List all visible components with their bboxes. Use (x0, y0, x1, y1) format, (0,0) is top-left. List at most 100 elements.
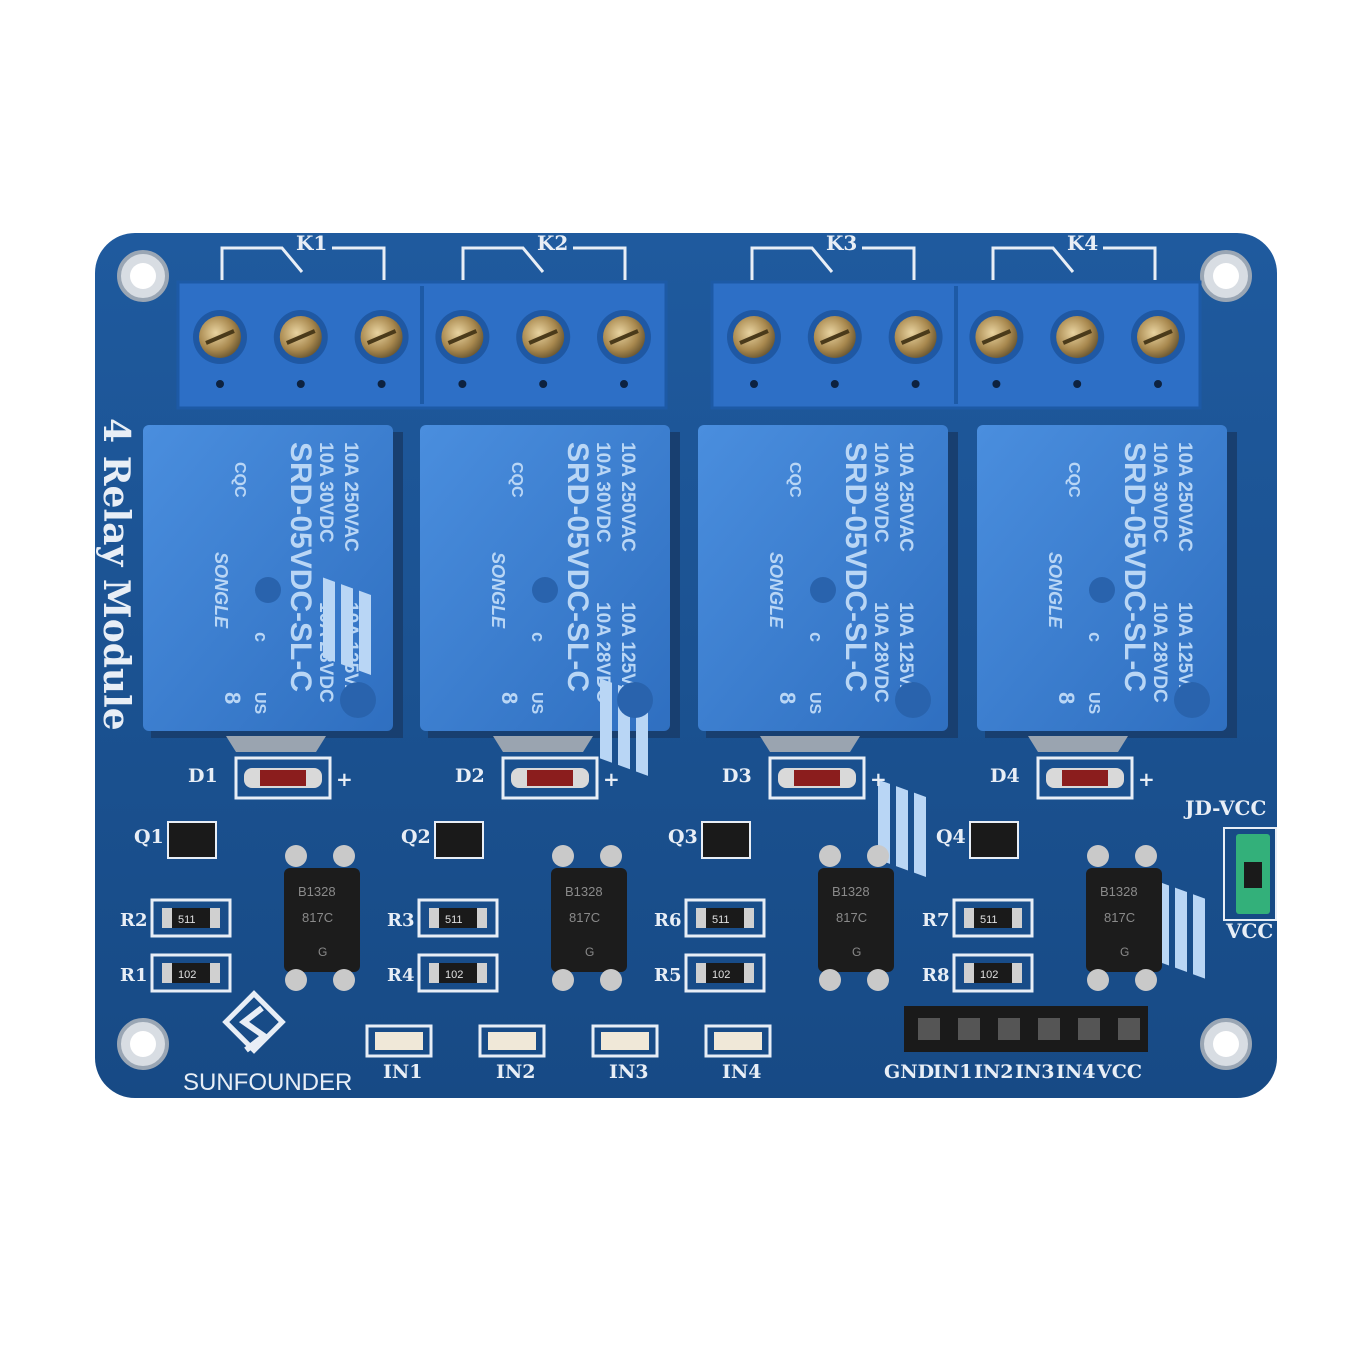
svg-text:G: G (1120, 945, 1129, 959)
svg-text:102: 102 (980, 969, 998, 981)
svg-text:G: G (585, 945, 594, 959)
resistor-label: R6 (654, 910, 681, 931)
resistor-icon (429, 908, 487, 928)
header-pin[interactable] (1078, 1018, 1100, 1040)
header-housing (904, 1006, 1148, 1052)
header-pin[interactable] (958, 1018, 980, 1040)
svg-text:817C: 817C (569, 910, 600, 925)
relay-rating-2b: 10A 28VDC (592, 602, 613, 703)
optocoupler-code: B1328 (1100, 884, 1138, 899)
led-icon (601, 1032, 649, 1050)
header-pin-label: IN1 (933, 1061, 972, 1083)
diode-outline (234, 756, 332, 800)
optocoupler-code: B1328 (832, 884, 870, 899)
wire-hole (1073, 380, 1082, 388)
resistor-icon (964, 963, 1022, 983)
relay-ref-label: K2 (537, 231, 568, 255)
relay-brand: SONGLE (1045, 552, 1065, 629)
jumper-bottom-label: VCC (1225, 919, 1273, 943)
diode-icon (527, 770, 573, 786)
switch-symbol (220, 246, 386, 280)
svg-text:+: + (870, 767, 887, 791)
relay-ul-suffix: US (1085, 692, 1102, 715)
led-icon (714, 1032, 762, 1050)
diode-outline (1036, 756, 1134, 800)
header-pin[interactable] (1038, 1018, 1060, 1040)
resistor-label: R1 (120, 965, 147, 986)
driver-circuitry: +D1Q1B1328817CG511R2102R1IN1+D2Q2B132881… (120, 736, 1162, 1083)
led-label: IN4 (722, 1061, 761, 1083)
led-label: IN2 (496, 1061, 535, 1083)
relay-ul-prefix: c (1085, 632, 1105, 642)
wire-hole (830, 380, 839, 388)
wire-hole (377, 380, 386, 388)
resistor-outline (684, 898, 766, 938)
svg-text:817C: 817C (1104, 910, 1135, 925)
header-pin[interactable] (998, 1018, 1020, 1040)
relay-ul-suffix: US (528, 692, 545, 715)
side-label: 4 Relay Module (95, 418, 137, 731)
relay-ref-label: K4 (1067, 231, 1098, 255)
diode-icon (1062, 770, 1108, 786)
wire-hole (458, 380, 467, 388)
relay-rating-1: 10A 250VAC (1174, 442, 1195, 552)
relay-brand: SONGLE (766, 552, 786, 629)
led-outline (591, 1024, 659, 1058)
relay-ul-suffix: US (806, 692, 823, 715)
optocoupler-code: B1328 (298, 884, 336, 899)
relay-rating-2: 10A 30VDC (1149, 442, 1170, 543)
transistor-icon (167, 821, 217, 859)
optocoupler-code: B1328 (565, 884, 603, 899)
transistor-icon (434, 821, 484, 859)
relay-brand: SONGLE (211, 552, 231, 629)
header-pin[interactable] (1118, 1018, 1140, 1040)
svg-text:511: 511 (445, 914, 463, 926)
svg-text:817C: 817C (302, 910, 333, 925)
led-label: IN1 (383, 1061, 422, 1083)
wire-hole (620, 380, 628, 388)
relay-screw-icon (255, 577, 281, 603)
svg-text:511: 511 (178, 914, 196, 926)
wire-hole (216, 380, 224, 388)
optocoupler-icon (1086, 868, 1162, 972)
transistor-icon (701, 821, 751, 859)
optocoupler-icon (818, 868, 894, 972)
relay-brand: SONGLE (488, 552, 508, 629)
resistor-outline (417, 953, 499, 993)
relay-rating-1: 10A 250VAC (340, 442, 361, 552)
svg-text:511: 511 (712, 914, 730, 926)
resistor-icon (696, 963, 754, 983)
header-pin-label: IN3 (1015, 1061, 1054, 1083)
jd-vcc-jumper[interactable]: JD-VCC VCC (1183, 796, 1277, 943)
resistor-outline (417, 898, 499, 938)
resistor-label: R5 (654, 965, 681, 986)
relay-model: SRD-05VDC-SL-C (561, 442, 594, 692)
resistor-icon (429, 963, 487, 983)
header-pin-label: IN4 (1056, 1061, 1095, 1083)
wire-hole (539, 380, 548, 388)
relay-screw-icon (810, 577, 836, 603)
resistor-icon (964, 908, 1022, 928)
wire-hole (296, 380, 305, 388)
wire-hole (750, 380, 758, 388)
relay-screw-icon (1089, 577, 1115, 603)
header-pin-label: VCC (1096, 1061, 1142, 1083)
brand-label: SUNFOUNDER (183, 1069, 352, 1096)
relay-ref-label: K1 (296, 231, 327, 255)
relay-screw-icon (532, 577, 558, 603)
optocoupler-icon (284, 868, 360, 972)
diode-label: D2 (455, 765, 485, 787)
led-label: IN3 (609, 1061, 648, 1083)
svg-text:G: G (852, 945, 861, 959)
relay-model: SRD-05VDC-SL-C (284, 442, 317, 692)
switch-symbol (461, 246, 627, 280)
svg-text:102: 102 (712, 969, 730, 981)
header-pin[interactable] (918, 1018, 940, 1040)
diode-label: D3 (722, 765, 752, 787)
diode-label: D4 (990, 765, 1020, 787)
relay-cert: CQC (508, 462, 525, 498)
